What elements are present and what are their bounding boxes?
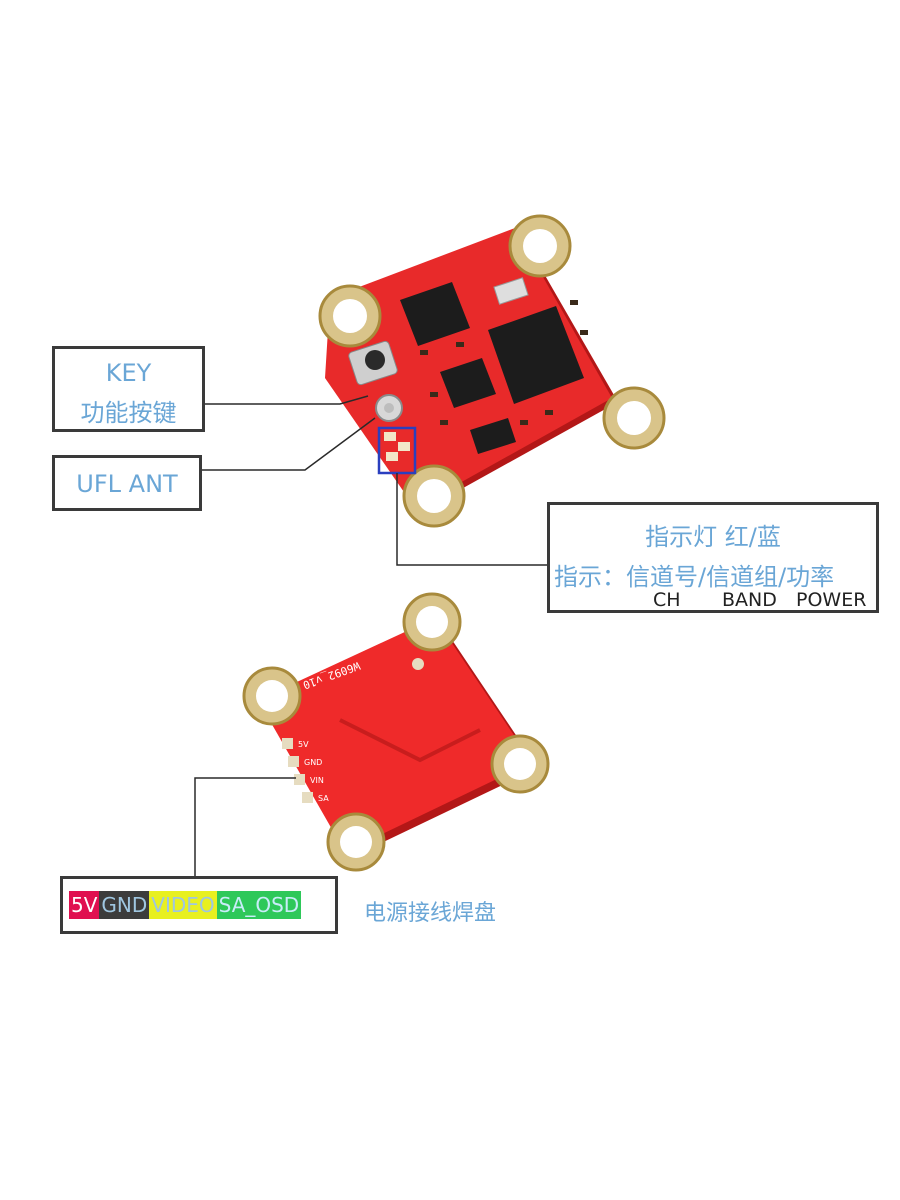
solder-pad-5v — [282, 738, 293, 749]
mounting-hole — [602, 386, 666, 450]
pin-sa-osd: SA_OSD — [216, 891, 302, 919]
mounting-hole — [318, 284, 382, 348]
pads-caption: 电源接线焊盘 — [364, 901, 497, 926]
key-callout-line — [204, 395, 369, 405]
led-indicator-desc: 指示：信道号/信道组/功率 — [554, 563, 835, 591]
chip-ic — [440, 358, 496, 408]
key-function-label: 功能按键 — [80, 399, 177, 427]
ufl-callout-line — [200, 417, 376, 471]
solder-pad-gnd — [288, 756, 299, 767]
led-indicator-label: 指示灯 红/蓝 — [645, 523, 781, 551]
led-callout-line — [396, 473, 548, 566]
mounting-hole — [242, 666, 302, 726]
solder-pad-sa — [302, 792, 313, 803]
back-pad-label: 5V — [298, 740, 309, 749]
ufl-ant-label: UFL ANT — [76, 470, 178, 498]
crystal — [493, 277, 529, 305]
back-pad-label: GND — [304, 758, 322, 767]
pads-callout-line — [194, 777, 296, 876]
pin-video: VIDEO — [149, 891, 217, 919]
led-sub-ch: CH — [653, 589, 681, 611]
pin-5v: 5V — [69, 891, 100, 919]
key-callout-box: KEY 功能按键 — [52, 346, 205, 432]
solder-pad-vin — [294, 774, 305, 785]
back-board: W6092_v10 — [242, 592, 550, 872]
mounting-hole — [326, 812, 386, 872]
chip-main-ic — [488, 306, 584, 404]
led-sub-power: POWER — [796, 589, 867, 611]
pin-gnd: GND — [99, 891, 150, 919]
front-board — [318, 214, 666, 528]
chip-regulator — [470, 418, 516, 454]
led-callout-box: 指示灯 红/蓝 指示：信道号/信道组/功率 CH BAND POWER — [547, 502, 879, 613]
back-pad-label: SA — [318, 794, 329, 803]
back-board-pcb — [258, 618, 532, 852]
key-label: KEY — [105, 359, 152, 387]
mounting-hole — [402, 464, 466, 528]
back-pad-label: VIN — [310, 776, 324, 785]
ufl-callout-box: UFL ANT — [52, 455, 202, 511]
chip-ic — [400, 282, 470, 346]
led-sub-band: BAND — [722, 589, 777, 611]
mounting-hole — [402, 592, 462, 652]
callout-lines — [194, 395, 548, 876]
mounting-hole — [490, 734, 550, 794]
mounting-hole — [508, 214, 572, 278]
